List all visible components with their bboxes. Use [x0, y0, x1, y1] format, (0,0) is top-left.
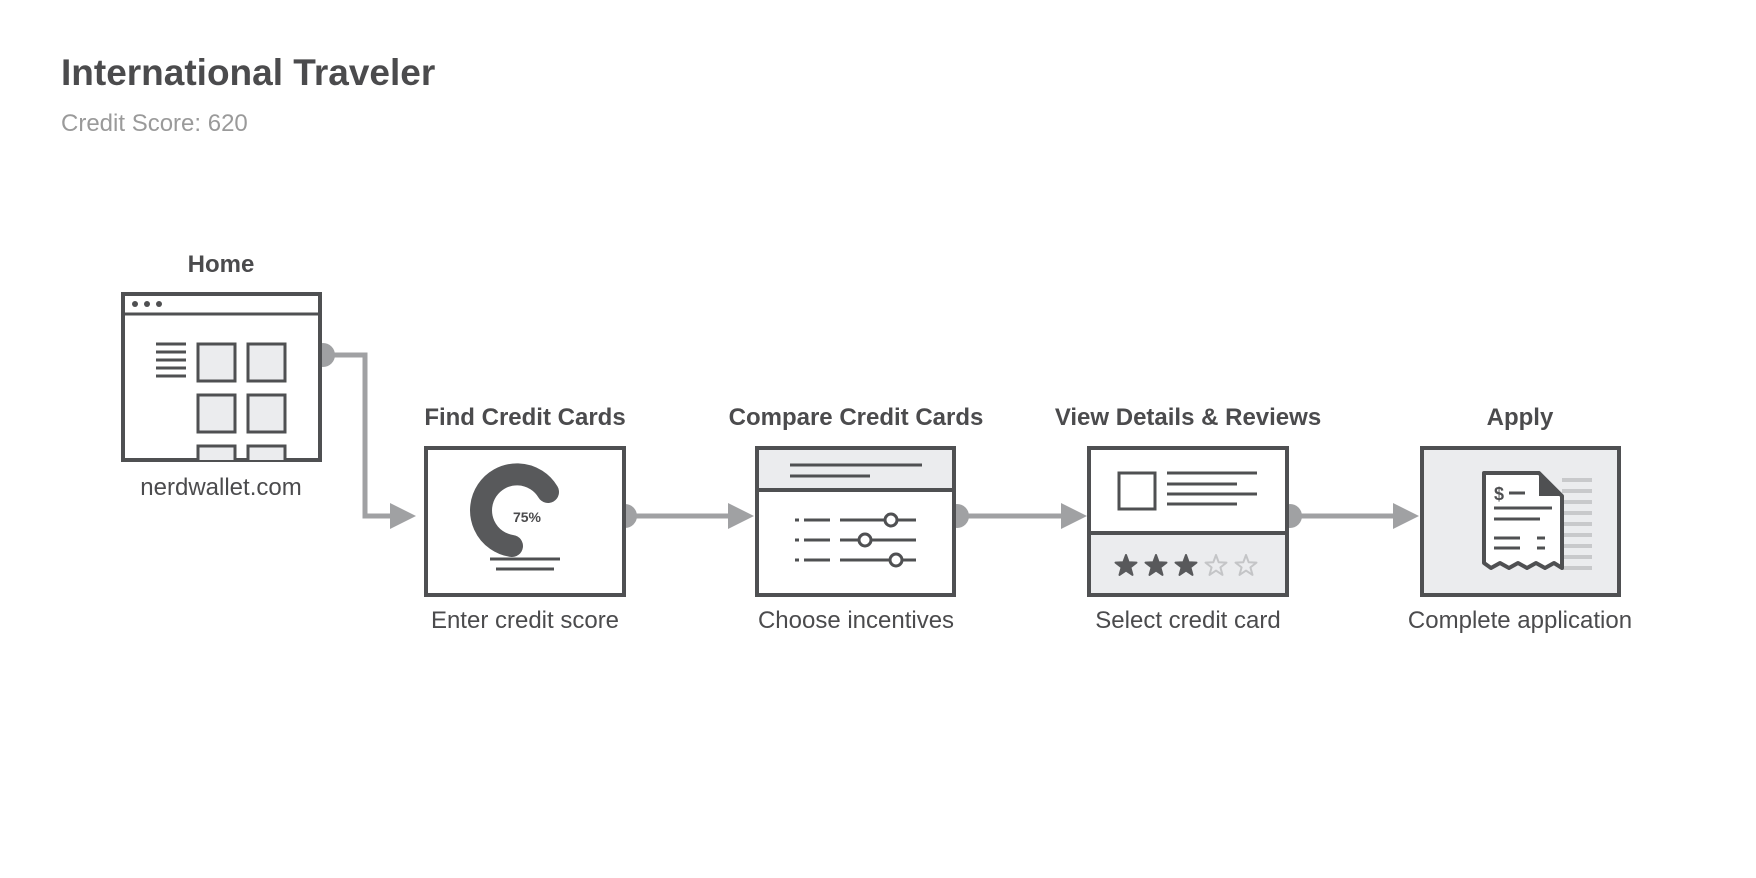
- step-find-credit-cards: Find Credit Cards 75% Enter credit score: [424, 404, 626, 634]
- connector-line: [323, 352, 392, 519]
- star-filled-icon: [1144, 554, 1168, 576]
- card-detail-icon: [1087, 446, 1289, 597]
- step-caption: Enter credit score: [431, 607, 619, 634]
- step-title: Find Credit Cards: [424, 404, 625, 431]
- step-title: Apply: [1487, 404, 1554, 431]
- step-view-details-reviews: View Details & Reviews Select credit car…: [1055, 404, 1321, 634]
- browser-window-icon: [121, 292, 322, 462]
- step-title: View Details & Reviews: [1055, 404, 1321, 431]
- connector-arrowhead: [1393, 503, 1419, 529]
- currency-symbol: $: [1494, 484, 1504, 504]
- connector-arrowhead: [1061, 503, 1087, 529]
- connector-home-to-find: [310, 331, 416, 529]
- star-rating: [1114, 554, 1258, 576]
- step-apply: Apply $: [1408, 404, 1632, 634]
- connector-find-to-compare: [613, 503, 754, 529]
- receipt-icon: $: [1420, 446, 1621, 597]
- step-compare-credit-cards: Compare Credit Cards C: [729, 404, 984, 634]
- gauge-icon: 75%: [424, 446, 626, 597]
- step-home: Home nerdwallet.com: [121, 251, 322, 501]
- step-caption: Complete application: [1408, 607, 1632, 634]
- connector-arrowhead: [728, 503, 754, 529]
- star-empty-icon: [1204, 554, 1228, 576]
- connector-compare-to-view: [945, 503, 1087, 529]
- connector-arrowhead: [390, 503, 416, 529]
- star-filled-icon: [1174, 554, 1198, 576]
- step-caption: Select credit card: [1095, 607, 1280, 634]
- connector-view-to-apply: [1278, 503, 1419, 529]
- gauge-label: 75%: [513, 509, 542, 525]
- step-title: Compare Credit Cards: [729, 404, 984, 431]
- sliders-icon: [755, 446, 956, 597]
- page-title: International Traveler: [61, 52, 436, 93]
- receipt-background-lines: [1562, 478, 1592, 570]
- step-caption: Choose incentives: [758, 607, 954, 634]
- step-caption: nerdwallet.com: [140, 474, 301, 501]
- page-subtitle: Credit Score: 620: [61, 110, 248, 137]
- star-filled-icon: [1114, 554, 1138, 576]
- step-title: Home: [188, 251, 255, 278]
- star-empty-icon: [1234, 554, 1258, 576]
